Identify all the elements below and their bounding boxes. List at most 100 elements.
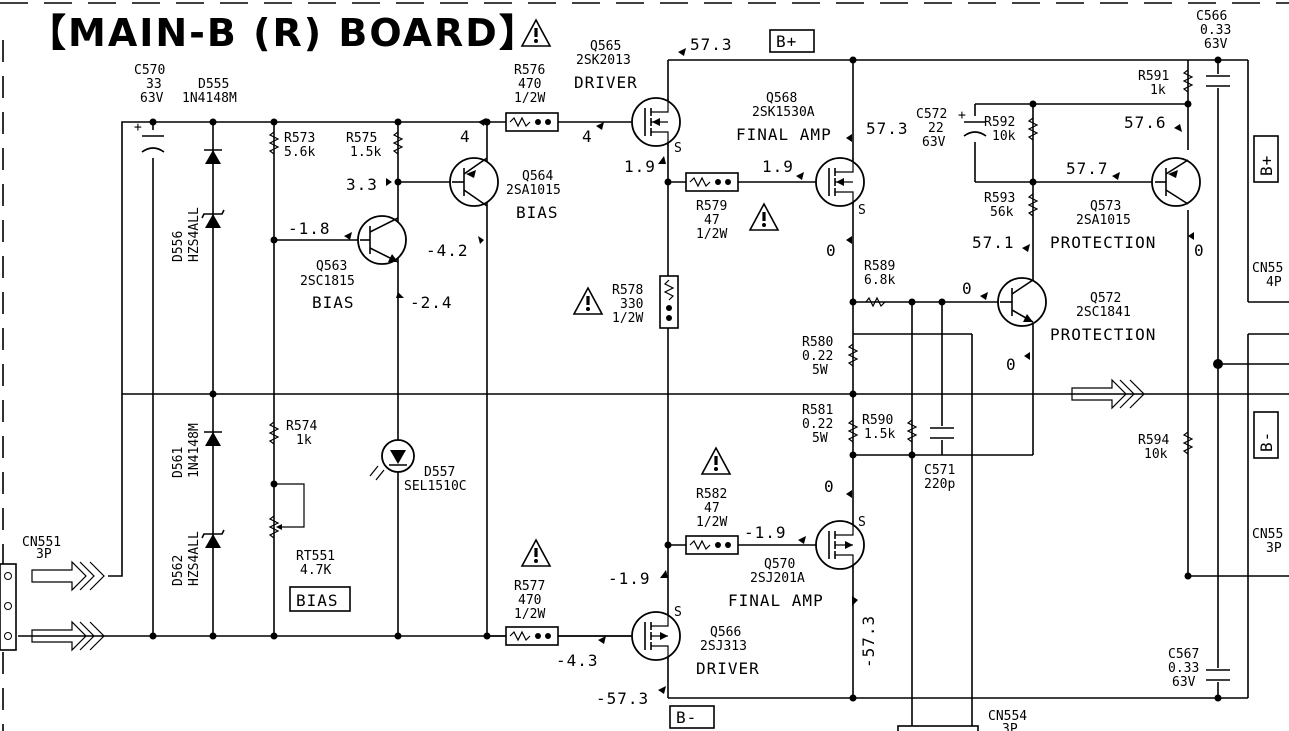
zener-d562: D562 HZS4ALL — [171, 529, 225, 586]
measurement-ticks — [344, 48, 1194, 694]
svg-text:0: 0 — [826, 241, 837, 260]
svg-text:-1.8: -1.8 — [288, 219, 331, 238]
svg-text:1.9: 1.9 — [762, 157, 794, 176]
svg-text:-4.2: -4.2 — [426, 241, 469, 260]
svg-text:4: 4 — [582, 127, 593, 146]
svg-text:6.8k: 6.8k — [864, 273, 895, 288]
svg-text:D562: D562 — [171, 555, 186, 586]
svg-text:B+: B+ — [776, 32, 797, 51]
svg-text:+: + — [958, 108, 966, 123]
svg-text:-57.3: -57.3 — [596, 689, 649, 708]
svg-text:1/2W: 1/2W — [696, 227, 727, 242]
svg-text:57.1: 57.1 — [972, 233, 1015, 252]
board-title: 【MAIN-B (R) BOARD】 — [28, 11, 539, 55]
svg-text:-1.9: -1.9 — [608, 569, 651, 588]
svg-text:1k: 1k — [296, 433, 312, 448]
svg-text:Q565: Q565 — [590, 39, 621, 54]
capacitor-c571: C571 220p — [924, 426, 955, 492]
svg-text:R577: R577 — [514, 579, 545, 594]
svg-text:DRIVER: DRIVER — [696, 659, 760, 678]
svg-text:Q568: Q568 — [766, 91, 797, 106]
capacitor-c566: C566 0.33 63V — [1196, 9, 1231, 88]
svg-text:B-: B- — [676, 708, 697, 727]
svg-text:63V: 63V — [922, 135, 946, 150]
svg-text:R594: R594 — [1138, 433, 1169, 448]
svg-text:-2.4: -2.4 — [410, 293, 453, 312]
svg-text:DRIVER: DRIVER — [574, 73, 638, 92]
svg-text:1.9: 1.9 — [624, 157, 656, 176]
svg-text:SEL1510C: SEL1510C — [404, 479, 467, 494]
svg-text:63V: 63V — [1172, 675, 1196, 690]
svg-text:57.3: 57.3 — [690, 35, 733, 54]
cn551-ref: CN551 — [22, 535, 61, 550]
resistor-r591: R591 1k — [1138, 69, 1194, 98]
svg-text:47: 47 — [704, 501, 720, 516]
svg-text:1.5k: 1.5k — [864, 427, 895, 442]
svg-text:5W: 5W — [812, 431, 828, 446]
signal-arrow-out — [1071, 378, 1145, 410]
svg-text:1.5k: 1.5k — [350, 145, 381, 160]
resistor-r580: R580 0.22 5W — [802, 335, 859, 378]
resistor-r576: R576 470 1/2W — [505, 19, 559, 132]
svg-text:0: 0 — [1006, 355, 1017, 374]
svg-text:330: 330 — [620, 297, 643, 312]
svg-text:-57.3: -57.3 — [859, 615, 878, 668]
resistor-r581: R581 0.22 5W — [802, 403, 859, 446]
svg-text:-1.9: -1.9 — [744, 523, 787, 542]
svg-text:R573: R573 — [284, 131, 315, 146]
svg-text:R593: R593 — [984, 191, 1015, 206]
resistor-r574: R574 1k — [268, 419, 317, 448]
svg-text:R580: R580 — [802, 335, 833, 350]
svg-text:C567: C567 — [1168, 647, 1199, 662]
capacitor-c570: + C570 33 63V — [134, 63, 166, 158]
cn55x-top-pins: 4P — [1266, 275, 1282, 290]
svg-text:2SA1015: 2SA1015 — [506, 183, 561, 198]
resistor-r590: R590 1.5k — [862, 413, 918, 443]
svg-text:R589: R589 — [864, 259, 895, 274]
cn554-pins: 3P — [1002, 722, 1018, 731]
zener-d556: D556 HZS4ALL — [171, 207, 225, 262]
svg-text:R592: R592 — [984, 115, 1015, 130]
trimmer-rt551: RT551 4.7K BIAS — [268, 483, 351, 612]
svg-text:3.3: 3.3 — [346, 175, 378, 194]
svg-text:0.33: 0.33 — [1168, 661, 1199, 676]
svg-text:0: 0 — [1194, 241, 1205, 260]
rail-bminus-side-label: B- — [1253, 411, 1279, 459]
svg-text:C566: C566 — [1196, 9, 1227, 24]
svg-text:5.6k: 5.6k — [284, 145, 315, 160]
svg-text:R578: R578 — [612, 283, 643, 298]
svg-text:FINAL AMP: FINAL AMP — [736, 125, 832, 144]
svg-text:0.22: 0.22 — [802, 349, 833, 364]
bias-tag: BIAS — [296, 591, 339, 610]
resistor-r594: R594 10k — [1138, 431, 1194, 462]
svg-text:R590: R590 — [862, 413, 893, 428]
signal-arrow-in-2 — [31, 620, 105, 652]
svg-text:+: + — [134, 120, 142, 135]
svg-text:2SJ313: 2SJ313 — [700, 639, 747, 654]
svg-text:2SK1530A: 2SK1530A — [752, 105, 815, 120]
svg-text:2SC1841: 2SC1841 — [1076, 305, 1131, 320]
mosfet-q566: S Q566 2SJ313 DRIVER — [631, 605, 760, 678]
svg-text:Q573: Q573 — [1090, 199, 1121, 214]
svg-text:Q563: Q563 — [316, 259, 347, 274]
svg-text:57.3: 57.3 — [866, 119, 909, 138]
svg-text:2SC1815: 2SC1815 — [300, 274, 355, 289]
rail-bplus-label: B+ — [769, 29, 815, 53]
svg-text:1N4148M: 1N4148M — [187, 423, 202, 478]
svg-text:R574: R574 — [286, 419, 317, 434]
svg-text:D561: D561 — [171, 447, 186, 478]
svg-text:1/2W: 1/2W — [514, 607, 545, 622]
svg-text:R579: R579 — [696, 199, 727, 214]
resistor-r589: R589 6.8k — [864, 259, 895, 308]
svg-text:HZS4ALL: HZS4ALL — [187, 207, 202, 262]
svg-text:C570: C570 — [134, 63, 165, 78]
svg-text:0: 0 — [962, 279, 973, 298]
cn551-pins: 3P — [36, 547, 52, 562]
svg-text:D557: D557 — [424, 465, 455, 480]
svg-text:1/2W: 1/2W — [514, 91, 545, 106]
cn55x-top-ref: CN55 — [1252, 261, 1283, 276]
svg-text:470: 470 — [518, 77, 541, 92]
svg-text:B-: B- — [1257, 431, 1276, 452]
svg-text:Q566: Q566 — [710, 625, 741, 640]
